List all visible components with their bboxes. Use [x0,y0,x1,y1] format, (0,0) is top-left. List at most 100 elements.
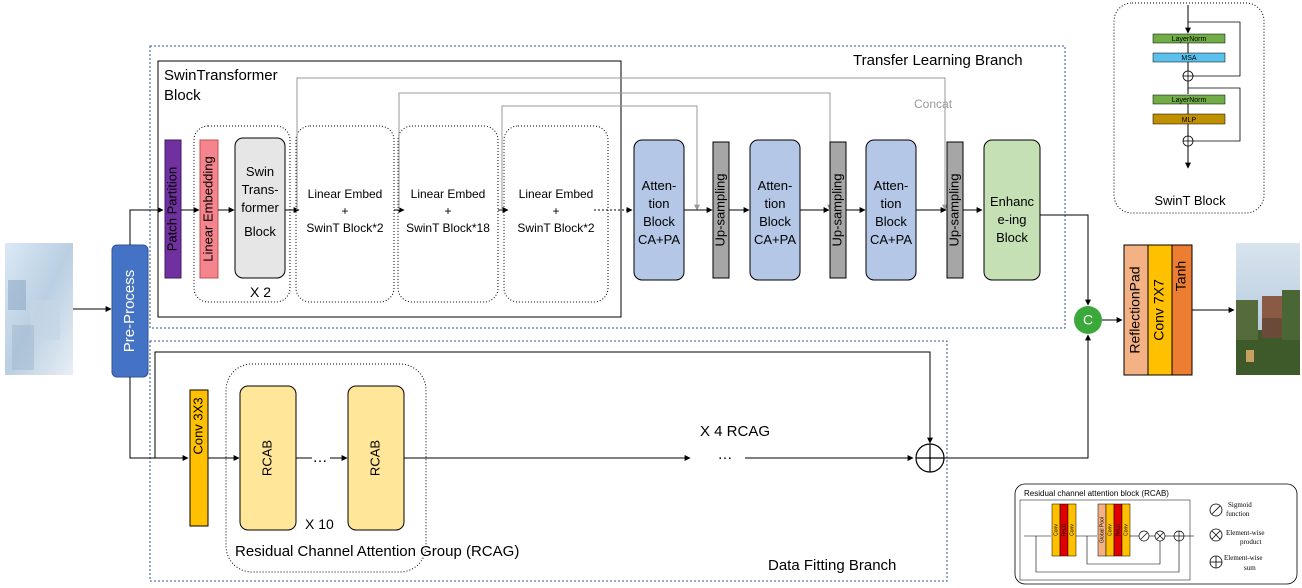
rcab-block-2: RCAB [347,385,405,531]
svg-text:Atten-: Atten- [758,178,793,193]
svg-text:tion: tion [765,196,786,211]
stage-3: Linear Embed + SwinT Block*2 [503,125,609,303]
svg-text:MLP: MLP [1182,117,1197,124]
svg-text:CA+PA: CA+PA [638,232,680,247]
swint-inset-title: SwinT Block [1154,193,1226,208]
rcab-inset: Residual channel attention block (RCAB) … [1014,483,1298,585]
rcag-dots: … [718,446,733,463]
svg-text:+: + [444,204,451,218]
svg-text:Conv 3X3: Conv 3X3 [190,397,205,454]
svg-text:+: + [341,204,348,218]
svg-text:SwinT Block*2: SwinT Block*2 [517,221,594,235]
sum-legend: Element-wise sum [1209,554,1263,572]
rcab-inset-title: Residual channel attention block (RCAB) [1024,489,1169,498]
patch-partition-block: Patch Partition [164,139,182,279]
transfer-branch-label: Transfer Learning Branch [853,52,1023,69]
product-legend: Element-wise product [1209,528,1265,546]
svg-text:LayerNorm: LayerNorm [1172,36,1207,43]
svg-text:Linear Embed: Linear Embed [519,187,594,201]
sigmoid-legend: Sigmoid function [1209,501,1252,518]
residual-skip [154,351,933,458]
svg-text:Enhanc: Enhanc [990,194,1035,209]
svg-text:Atten-: Atten- [642,178,677,193]
skip-connection-1 [296,77,948,211]
upsampling-block-2: Up-sampling [829,141,847,279]
swin-repeat-label: X 2 [250,284,271,300]
swint-block-inset: LayerNorm MSA LayerNorm MLP SwinT Block [1113,2,1265,214]
svg-text:+: + [552,204,559,218]
svg-text:sum: sum [1244,564,1256,572]
svg-text:Element-wise: Element-wise [1224,554,1263,562]
attention-block-3: Atten- tion Block CA+PA [865,139,917,281]
svg-text:tion: tion [881,196,902,211]
svg-text:ReflectionPad: ReflectionPad [1127,266,1143,353]
svg-text:Conv: Conv [1053,524,1059,536]
svg-text:product: product [1240,538,1261,546]
svg-text:Up-sampling: Up-sampling [829,174,844,247]
output-clear-image [1236,243,1300,375]
svg-text:MSA: MSA [1181,55,1197,62]
svg-text:tion: tion [649,196,670,211]
swin-block-line-1: Swin [246,164,274,179]
swin-block-line-4: Block [244,224,276,239]
concat-label: Concat [914,97,953,111]
swin-block-line-2: Trans- [241,182,278,197]
attention-block-1: Atten- tion Block CA+PA [633,139,685,281]
swin-group-title-1: SwinTransformer [164,67,278,84]
svg-text:Block: Block [875,214,907,229]
svg-text:Conv: Conv [1069,524,1075,536]
svg-text:Conv: Conv [1107,524,1113,536]
upsampling-block-3: Up-sampling [946,141,964,279]
svg-text:SwinT Block*18: SwinT Block*18 [406,221,490,235]
swin-transformer-block: Swin Trans- former Block [234,137,286,279]
to-swin-arrow [129,207,164,245]
rcab-repeat-label: X 10 [305,516,334,532]
swin-block-line-3: former [241,200,279,215]
data-fitting-branch-frame [149,340,948,582]
rcag-repeat-label: X 4 RCAG [700,423,770,440]
svg-text:LayerNorm: LayerNorm [1172,97,1207,104]
conv3x3-block: Conv 3X3 [189,389,209,527]
svg-text:Global Pool: Global Pool [1099,517,1105,543]
concat-node: C [1074,306,1102,334]
svg-text:CA+PA: CA+PA [870,232,912,247]
svg-text:Block: Block [996,230,1028,245]
tanh-layer: Tanh [1171,244,1193,376]
stage-2: Linear Embed + SwinT Block*18 [397,125,499,303]
swin-group-frame [157,60,622,318]
svg-text:C: C [1083,312,1093,328]
preprocess-label: Pre-Process [121,270,138,353]
svg-text:Up-sampling: Up-sampling [946,174,961,247]
svg-text:Conv 7X7: Conv 7X7 [1151,279,1167,341]
svg-text:Sigmoid: Sigmoid [1228,501,1252,509]
swin-repeat-group [193,125,291,303]
preprocess-block: Pre-Process [111,244,149,378]
svg-text:Block: Block [643,214,675,229]
rcab-dots: … [313,449,328,466]
svg-text:Element-wise: Element-wise [1226,529,1265,537]
svg-text:Linear Embed: Linear Embed [308,187,383,201]
svg-text:Block: Block [759,214,791,229]
data-fitting-branch-label: Data Fitting Branch [768,557,896,574]
rcag-group-frame [225,363,427,573]
svg-text:ReLU: ReLU [1061,523,1067,536]
rcag-label: Residual Channel Attention Group (RCAG) [235,543,519,560]
attention-block-2: Atten- tion Block CA+PA [749,139,801,281]
linear-embedding-block: Linear Embedding [199,139,219,279]
patch-partition-label: Patch Partition [164,167,179,252]
svg-text:Up-sampling: Up-sampling [712,174,727,247]
to-conv-arrow [129,377,189,461]
svg-text:e-ing: e-ing [998,212,1027,227]
stage-1: Linear Embed + SwinT Block*2 [295,125,395,303]
reflection-pad-layer: ReflectionPad [1123,244,1149,376]
svg-text:function: function [1226,510,1250,518]
svg-text:CA+PA: CA+PA [754,232,796,247]
swin-group-title-2: Block [164,87,201,104]
rcab-block-1: RCAB [239,385,297,531]
linear-embedding-label: Linear Embedding [200,156,215,262]
transfer-branch-frame [149,45,1066,329]
svg-text:ReLU: ReLU [1115,523,1121,536]
svg-text:SwinT Block*2: SwinT Block*2 [306,221,383,235]
